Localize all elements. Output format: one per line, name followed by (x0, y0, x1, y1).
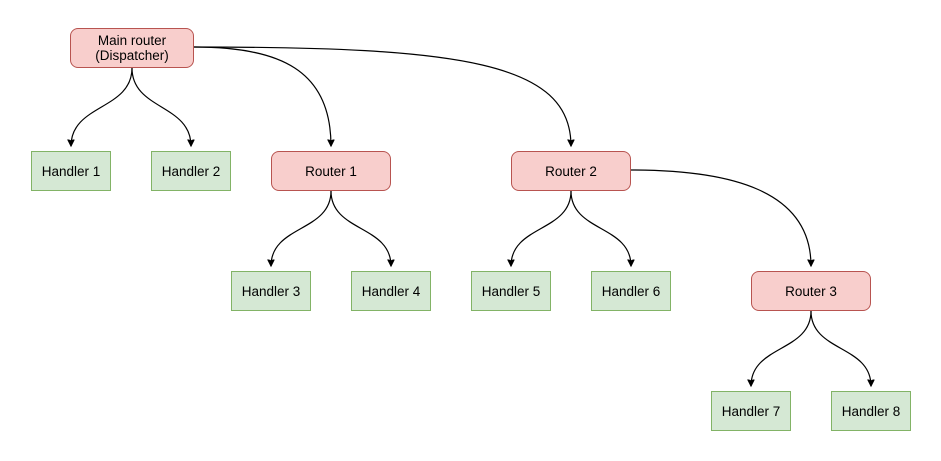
node-label-main-router: Main router (Dispatcher) (95, 33, 169, 63)
node-handler-7[interactable]: Handler 7 (711, 391, 791, 431)
node-handler-2[interactable]: Handler 2 (151, 151, 231, 191)
node-router-3[interactable]: Router 3 (751, 271, 871, 311)
node-label-handler-1: Handler 1 (41, 163, 101, 179)
edge-router-3-to-handler-7 (751, 310, 812, 386)
edge-main-to-router-1 (193, 46, 331, 146)
node-handler-6[interactable]: Handler 6 (591, 271, 671, 311)
node-label-router-1: Router 1 (305, 163, 357, 179)
node-handler-4[interactable]: Handler 4 (351, 271, 431, 311)
edge-router-2-to-handler-5 (511, 190, 572, 266)
edge-router-1-to-handler-3 (271, 190, 332, 266)
node-label-router-3: Router 3 (785, 283, 837, 299)
edge-router-2-to-router-3 (630, 169, 811, 266)
edge-router-3-to-handler-8 (810, 310, 871, 386)
node-handler-3[interactable]: Handler 3 (231, 271, 311, 311)
node-label-router-2: Router 2 (545, 163, 597, 179)
edge-router-2-to-handler-6 (570, 190, 631, 266)
node-label-handler-4: Handler 4 (361, 283, 421, 299)
node-label-handler-2: Handler 2 (161, 163, 221, 179)
node-router-2[interactable]: Router 2 (511, 151, 631, 191)
node-handler-8[interactable]: Handler 8 (831, 391, 911, 431)
node-label-handler-8: Handler 8 (841, 403, 901, 419)
node-label-handler-3: Handler 3 (241, 283, 301, 299)
edge-router-1-to-handler-4 (330, 190, 391, 266)
node-main-router[interactable]: Main router (Dispatcher) (70, 28, 194, 68)
node-label-handler-7: Handler 7 (721, 403, 781, 419)
edge-main-to-handler-1 (71, 67, 133, 146)
node-handler-5[interactable]: Handler 5 (471, 271, 551, 311)
edge-main-to-router-2 (193, 46, 571, 146)
node-label-handler-5: Handler 5 (481, 283, 541, 299)
node-router-1[interactable]: Router 1 (271, 151, 391, 191)
node-label-handler-6: Handler 6 (601, 283, 661, 299)
node-handler-1[interactable]: Handler 1 (31, 151, 111, 191)
edge-main-to-handler-2 (131, 67, 191, 146)
